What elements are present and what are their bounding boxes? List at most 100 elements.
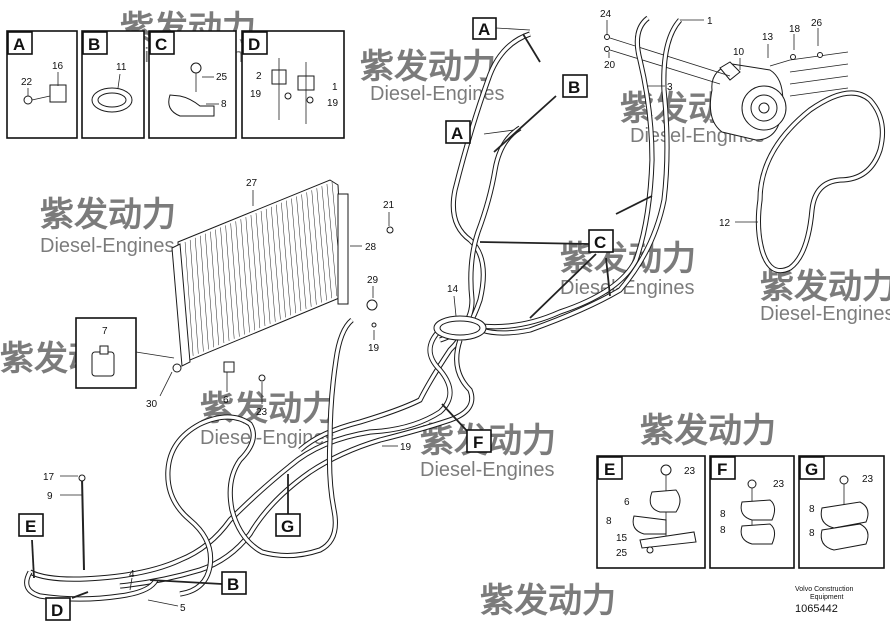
label-8: 8	[606, 516, 612, 527]
watermark-brand: 紫发动力	[40, 196, 176, 234]
callout-tags	[31, 27, 653, 599]
detail-box-a-tag	[7, 31, 33, 55]
label-15: 15	[616, 533, 628, 544]
clamp-bracket-icon	[632, 464, 697, 554]
part-29: 29	[367, 275, 379, 286]
detail-box-e-tag	[597, 456, 623, 480]
watermark-sub: Diesel-Engines	[40, 235, 175, 257]
part-24: 24	[600, 9, 612, 20]
condenser-sensor	[172, 363, 182, 373]
detail-box-e-letter: E	[604, 460, 615, 479]
document-number: 1065442	[795, 603, 838, 615]
part-17: 17	[43, 472, 55, 483]
clamp-bolt-icon	[168, 62, 219, 117]
tag-b-top[interactable]: B	[562, 74, 588, 98]
tag-e-main[interactable]: E	[18, 513, 44, 537]
condenser-side-tank	[171, 243, 191, 367]
part-14: 14	[447, 284, 459, 295]
detail-box-f[interactable]: F 23 8 8	[709, 455, 795, 569]
label-23: 23	[773, 479, 785, 490]
footer-line2: Equipment	[810, 594, 844, 601]
part-26: 26	[811, 18, 823, 29]
watermark-sub: Diesel-Engines	[760, 303, 890, 325]
detail-box-g[interactable]: G 23 8 8	[798, 455, 885, 569]
o-ring-icon	[366, 299, 378, 311]
detail-box-c-letter: C	[155, 35, 167, 54]
label-22: 22	[21, 77, 33, 88]
tag-f-main[interactable]: F	[466, 429, 492, 453]
bolt-19-icon	[371, 322, 377, 328]
detail-box-f-letter: F	[717, 460, 727, 479]
tag-e-main-letter: E	[25, 517, 36, 536]
part-30: 30	[146, 399, 158, 410]
detail-box-c[interactable]: C 25 8	[148, 30, 237, 139]
part-18: 18	[789, 24, 801, 35]
part-5: 5	[180, 603, 186, 614]
detail-box-7-frame	[75, 317, 137, 389]
watermark-brand: 紫发动力	[480, 582, 616, 620]
tag-f-main-letter: F	[473, 433, 483, 452]
detail-box-a[interactable]: A 22 16	[6, 30, 78, 139]
part-6: 6	[223, 395, 229, 406]
part-19: 19	[368, 343, 380, 354]
label-6: 6	[624, 497, 630, 508]
part-12: 12	[719, 218, 731, 229]
detail-box-f-tag	[710, 456, 736, 480]
tag-g-main-letter: G	[281, 517, 294, 536]
fitting-pair-icon	[271, 58, 315, 124]
label-16: 16	[52, 61, 64, 72]
tag-c-main[interactable]: C	[588, 229, 614, 253]
detail-box-g-tag	[799, 456, 825, 480]
part-3: 3	[667, 82, 673, 93]
label-8: 8	[221, 99, 227, 110]
detail-box-e[interactable]: E 23 6 8 15 25	[596, 455, 706, 569]
label-11: 11	[116, 62, 127, 73]
compressor-pulley-center	[758, 102, 770, 114]
detail-box-7[interactable]	[75, 317, 175, 389]
part-10: 10	[733, 47, 745, 58]
tag-a-mid[interactable]: A	[445, 120, 471, 144]
label-23: 23	[862, 474, 874, 485]
detail-box-b[interactable]: B 11	[81, 30, 145, 139]
watermark-brand: 紫发动力	[760, 268, 890, 306]
compressor-assembly[interactable]	[709, 61, 787, 141]
detail-box-d-frame	[241, 30, 345, 139]
tag-b-bottom[interactable]: B	[221, 571, 247, 595]
label-19-left: 19	[250, 89, 262, 100]
label-2: 2	[256, 71, 262, 82]
watermark-sub: Diesel-Engines	[370, 83, 505, 105]
condenser[interactable]	[171, 179, 394, 382]
label-25: 25	[616, 548, 628, 559]
double-clamp-icon	[740, 479, 776, 545]
label-23: 23	[684, 466, 696, 477]
detail-box-a-letter: A	[13, 35, 25, 54]
part-13: 13	[762, 32, 774, 43]
watermark-brand: 紫发动力	[640, 412, 776, 450]
detail-box-d-letter: D	[248, 35, 260, 54]
pressure-switch-icon	[91, 345, 115, 377]
hose-clamp-icon	[91, 73, 133, 113]
part-19: 19	[400, 442, 412, 453]
part-4: 4	[129, 569, 135, 580]
support-rod[interactable]	[78, 474, 86, 571]
tag-b-top-letter: B	[568, 78, 580, 97]
part-27: 27	[246, 178, 258, 189]
tag-g-main[interactable]: G	[275, 513, 301, 537]
receiver-drier	[337, 193, 349, 305]
watermark-sub: Diesel-Engines	[200, 427, 335, 449]
drive-belt[interactable]	[755, 90, 885, 274]
label-1: 1	[332, 82, 338, 93]
tag-a-top-letter: A	[478, 20, 490, 39]
refrigerant-hoses	[24, 15, 683, 602]
tag-d-main-letter: D	[51, 601, 63, 620]
part-numbers: 24 20 1 3 10 13 18 26 12 27 21 28 29 19 …	[43, 9, 823, 614]
tag-d-main[interactable]: D	[45, 597, 71, 621]
hose-bundle-clamp[interactable]	[433, 315, 487, 341]
part-21: 21	[383, 200, 395, 211]
watermark-brand: 紫发动力	[200, 390, 336, 428]
part-leaders	[60, 19, 819, 607]
tag-a-top[interactable]: A	[472, 17, 497, 40]
detail-box-g-letter: G	[805, 460, 818, 479]
detail-box-d[interactable]: D 2 1 19 19	[241, 30, 345, 139]
